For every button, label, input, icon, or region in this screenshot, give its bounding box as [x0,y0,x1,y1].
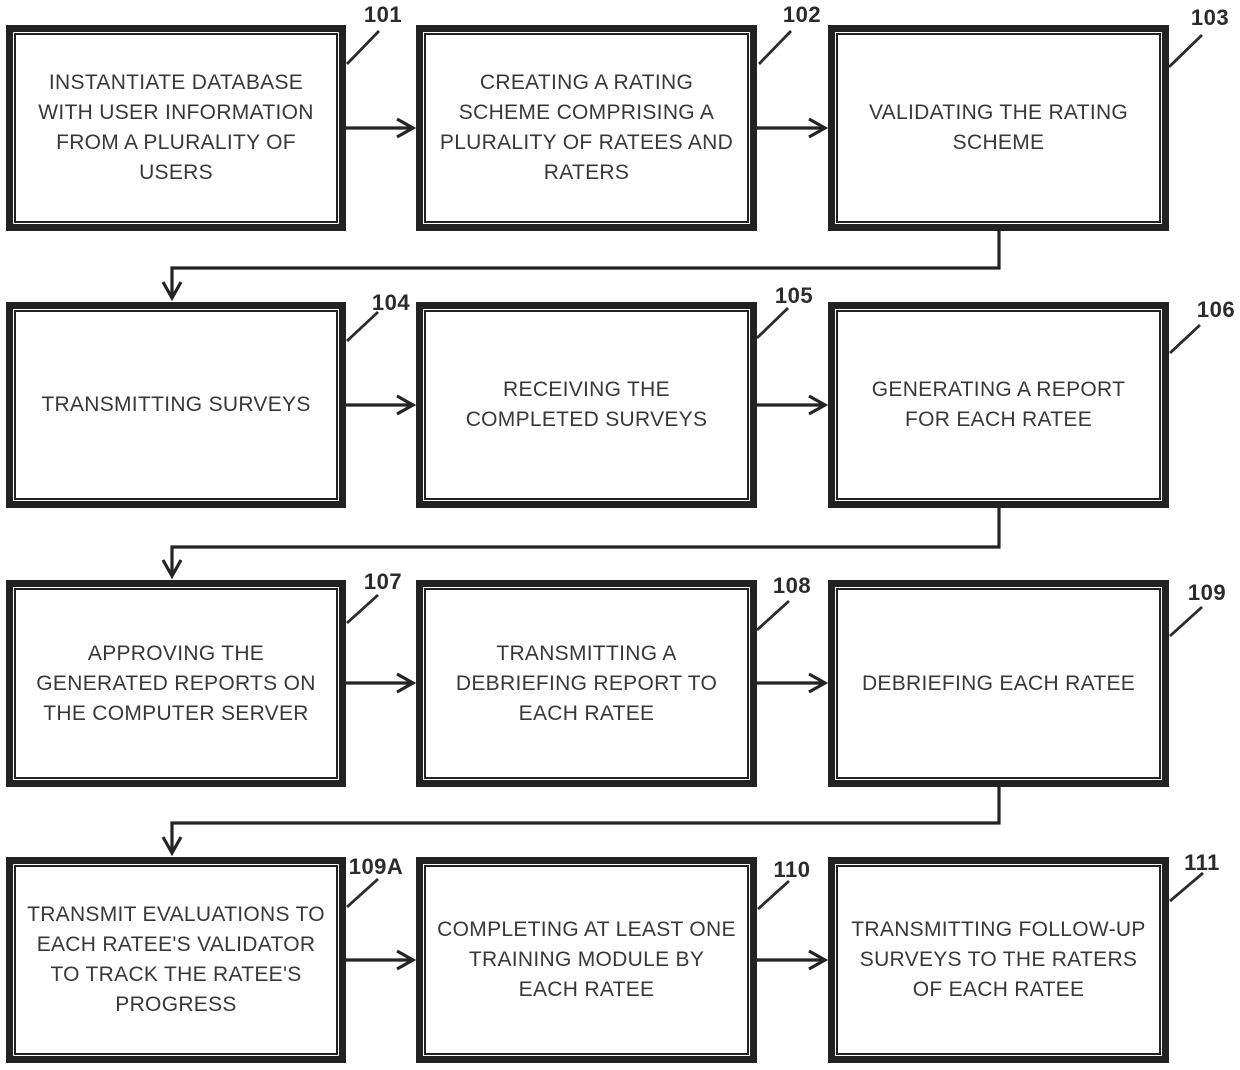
flow-box-107: APPROVING THE GENERATED REPORTS ON THE C… [6,580,346,787]
connector-109-109a [161,787,1001,857]
ref-label-106: 106 [1196,297,1236,322]
ref-label-108: 108 [772,573,812,598]
ref-slash-109a [346,877,379,909]
ref-slash-104 [346,310,379,343]
flow-box-103: VALIDATING THE RATING SCHEME [828,25,1169,231]
ref-label-103: 103 [1190,5,1230,30]
ref-label-102: 102 [782,2,822,27]
flow-box-104: TRANSMITTING SURVEYS [6,302,346,508]
ref-label-105: 105 [774,283,814,308]
ref-slash-101 [345,30,381,65]
ref-label-111: 111 [1184,850,1220,875]
ref-slash-110 [757,879,790,911]
flow-box-108: TRANSMITTING A DEBRIEFING REPORT TO EACH… [416,580,757,787]
flow-box-105: RECEIVING THE COMPLETED SURVEYS [416,302,757,508]
ref-slash-109 [1169,605,1203,638]
flow-box-104-label: TRANSMITTING SURVEYS [41,393,311,416]
ref-slash-106 [1169,323,1201,355]
flow-box-109-label: DEBRIEFING EACH RATEE [861,671,1136,695]
ref-label-101: 101 [363,2,403,27]
flow-box-101-label: INSTANTIATE DATABASE WITH USER INFORMATI… [38,71,314,184]
ref-slash-107 [346,593,379,625]
ref-label-110: 110 [773,857,811,882]
flow-box-105-label: RECEIVING THE COMPLETED SURVEYS [465,378,708,431]
ref-slash-111 [1169,871,1204,903]
flow-box-109a: TRANSMIT EVALUATIONS TO EACH RATEE'S VAL… [6,857,346,1063]
connector-103-104 [161,231,1001,302]
flow-box-109: DEBRIEFING EACH RATEE [828,580,1169,787]
flow-box-110-label: COMPLETING AT LEAST ONE TRAINING MODULE … [437,918,736,1001]
ref-slash-105 [756,306,789,340]
flow-box-109a-label: TRANSMIT EVALUATIONS TO EACH RATEE'S VAL… [27,903,325,1016]
ref-label-109: 109 [1187,580,1227,605]
flow-box-102: CREATING A RATING SCHEME COMPRISING A PL… [416,25,757,231]
ref-label-104: 104 [371,290,411,315]
flow-box-111-label: TRANSMITTING FOLLOW-UP SURVEYS TO THE RA… [851,918,1146,1001]
flow-box-102-label: CREATING A RATING SCHEME COMPRISING A PL… [439,71,734,184]
flow-box-107-label: APPROVING THE GENERATED REPORTS ON THE C… [36,641,316,725]
flow-box-111: TRANSMITTING FOLLOW-UP SURVEYS TO THE RA… [828,857,1169,1063]
connector-106-107 [161,508,1001,580]
flow-box-101: INSTANTIATE DATABASE WITH USER INFORMATI… [6,25,346,231]
flow-box-110: COMPLETING AT LEAST ONE TRAINING MODULE … [416,857,757,1063]
flow-box-108-label: TRANSMITTING A DEBRIEFING REPORT TO EACH… [455,641,718,725]
ref-label-109a: 109A [348,854,404,879]
ref-slash-103 [1168,33,1203,69]
ref-slash-108 [756,599,790,632]
ref-label-107: 107 [363,569,403,594]
flow-box-106-label: GENERATING A REPORT FOR EACH RATEE [871,378,1126,431]
flow-box-106: GENERATING A REPORT FOR EACH RATEE [828,302,1169,508]
ref-slash-102 [757,30,793,65]
flow-box-103-label: VALIDATING THE RATING SCHEME [868,101,1129,154]
